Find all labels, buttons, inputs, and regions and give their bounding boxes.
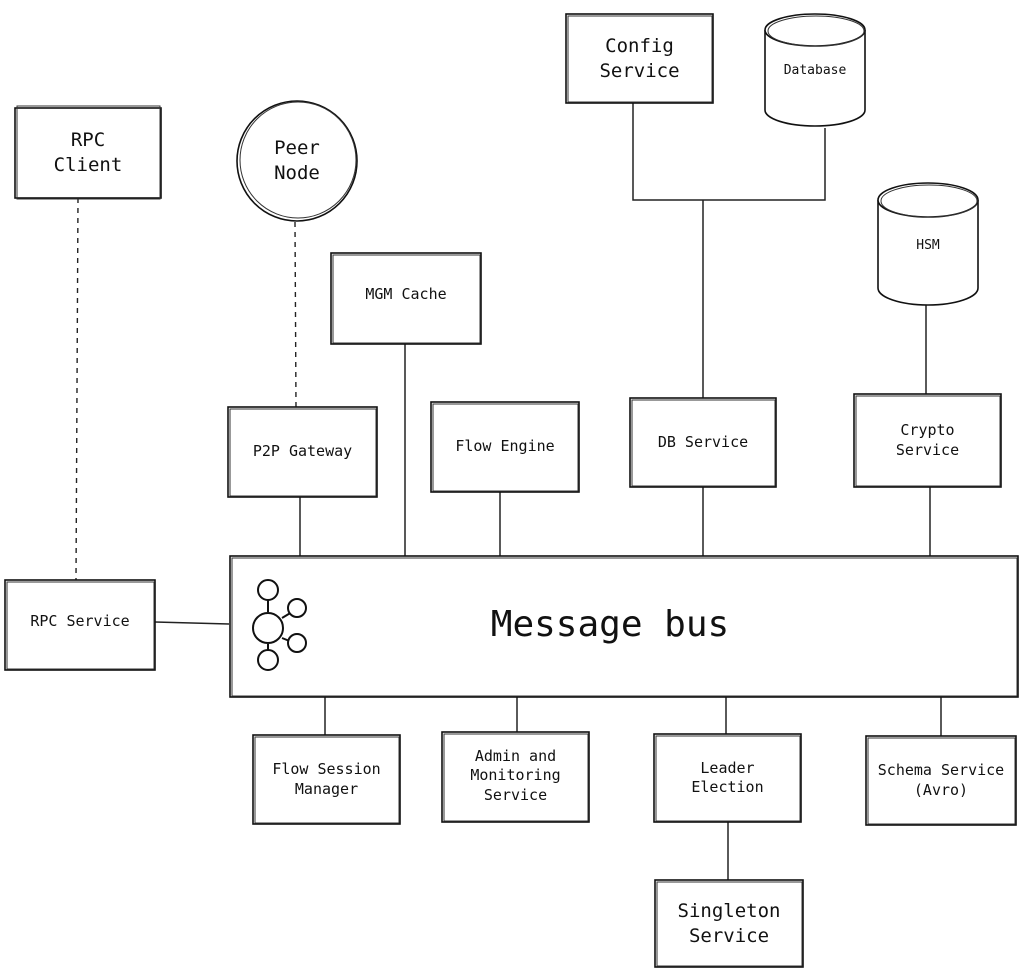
connector-config-to-db-service	[632, 103, 826, 201]
rpc-client-label: RPC Client	[53, 129, 123, 176]
config-service-box	[565, 13, 714, 104]
schema-service-label: Schema Service (Avro)	[877, 761, 1005, 799]
flow-session-manager-box	[252, 734, 401, 825]
flow-engine-label: Flow Engine	[455, 437, 555, 456]
rpc-service-label: RPC Service	[30, 612, 130, 631]
leader-election-box	[653, 733, 802, 823]
connector-rpc-service-to-bus	[154, 621, 230, 625]
connectors	[75, 103, 942, 880]
singleton-service-label: Singleton Service	[677, 899, 781, 947]
rpc-client-box	[14, 107, 162, 199]
hsm-cylinder	[877, 182, 979, 306]
leader-election-label: Leader Election	[691, 758, 764, 797]
database-cylinder	[764, 13, 866, 127]
mgm-cache-label: MGM Cache	[365, 285, 447, 304]
crypto-service-box	[853, 393, 1002, 488]
admin-monitoring-label: Admin and Monitoring Service	[470, 746, 561, 804]
db-service-label: DB Service	[657, 432, 749, 451]
message-bus-label: Message bus	[490, 603, 730, 645]
message-bus-box	[229, 555, 1019, 698]
connector-rpc-client-to-rpc-service	[75, 197, 79, 581]
kafka-cluster-icon	[252, 579, 307, 671]
singleton-service-box	[654, 879, 804, 968]
database-label: Database	[783, 62, 847, 78]
node-shapes	[4, 13, 1019, 968]
p2p-gateway-box	[227, 406, 378, 498]
admin-monitoring-box	[441, 731, 590, 823]
mgm-cache-box	[330, 252, 482, 345]
config-service-label: Config Service	[599, 34, 680, 82]
peer-node-label: Peer Node	[274, 137, 320, 184]
schema-service-box	[865, 735, 1017, 826]
peer-node-circle	[236, 100, 358, 222]
flow-engine-box	[430, 401, 580, 493]
db-service-box	[629, 397, 777, 488]
crypto-service-label: Crypto Service	[895, 421, 960, 459]
hsm-label: HSM	[916, 237, 940, 253]
connector-peer-node-to-p2p-gateway	[294, 221, 297, 409]
rpc-service-box	[4, 579, 156, 671]
p2p-gateway-label: P2P Gateway	[252, 442, 353, 461]
flow-session-manager-label: Flow Session Manager	[272, 760, 381, 798]
